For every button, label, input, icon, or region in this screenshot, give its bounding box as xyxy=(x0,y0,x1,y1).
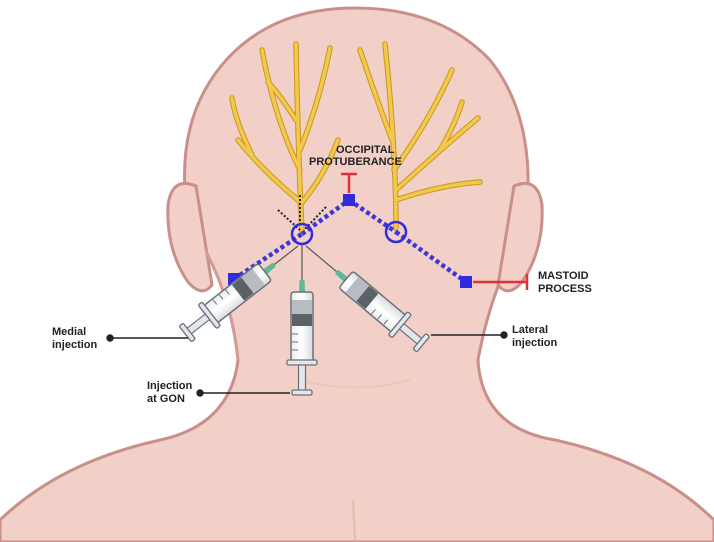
mastoid-label-line2: PROCESS xyxy=(538,283,592,295)
dashed-line-lateral xyxy=(347,198,398,234)
medial-injection-label-line2: injection xyxy=(52,339,98,351)
syringe-lateral xyxy=(305,245,430,353)
occipital-label-line1: OCCIPITAL xyxy=(336,144,395,156)
mastoid-pointer xyxy=(473,274,529,290)
gon-injection-label-line1: Injection xyxy=(147,380,193,392)
lon-target-circle xyxy=(384,220,408,244)
occipital-pointer xyxy=(341,172,357,193)
mastoid-label-line1: MASTOID xyxy=(538,270,589,282)
left-ear xyxy=(166,181,214,293)
occipital-label-line2: PROTUBERANCE xyxy=(309,156,402,168)
lesser-occipital-nerve xyxy=(357,41,483,231)
callout-leaders xyxy=(106,331,508,397)
gon-injection-label-line2: at GON xyxy=(147,393,185,405)
lateral-injection-label-line2: injection xyxy=(512,337,558,349)
mastoid-process-marker xyxy=(460,276,472,288)
medial-injection-label-line1: Medial xyxy=(52,326,86,338)
right-ear xyxy=(496,181,544,293)
occipital-protuberance-marker xyxy=(343,194,355,206)
lateral-injection-label-line1: Lateral xyxy=(512,324,548,336)
dashed-line-mastoid xyxy=(394,230,468,284)
syringe-gon xyxy=(286,244,318,396)
syringe-medial xyxy=(179,245,299,342)
greater-occipital-nerve xyxy=(229,41,341,235)
